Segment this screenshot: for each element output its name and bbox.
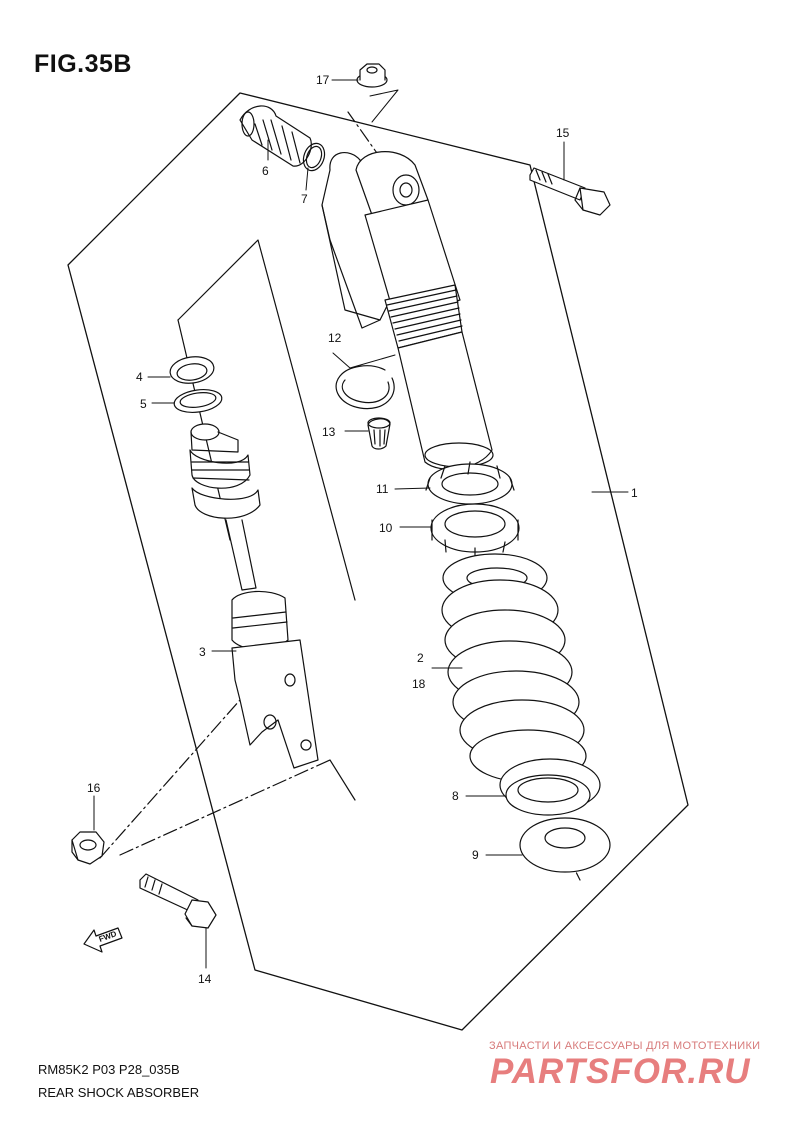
- callout-7: 7: [301, 192, 308, 206]
- part-16-lower-nut: [71, 831, 105, 865]
- part-12-circlip: [335, 365, 395, 410]
- callout-4: 4: [136, 370, 143, 384]
- callout-18: 18: [412, 677, 426, 691]
- callout-9: 9: [472, 848, 479, 862]
- part-10-adjuster-nut: [430, 503, 520, 559]
- callout-14: 14: [198, 972, 212, 986]
- assembly-outline: [67, 92, 689, 1031]
- callout-2: 2: [417, 651, 424, 665]
- callout-15: 15: [556, 126, 570, 140]
- part-9-spring-stopper: [519, 817, 611, 873]
- callout-3: 3: [199, 645, 206, 659]
- fwd-arrow-icon: [83, 927, 123, 953]
- part-5-ring: [173, 389, 223, 413]
- part-7-o-ring: [302, 142, 326, 172]
- assembly-name: REAR SHOCK ABSORBER: [38, 1085, 200, 1100]
- watermark-logo: PARTSFOR.RU: [490, 1052, 751, 1091]
- callout-17: 17: [316, 73, 330, 87]
- callout-numbers: 17 6 7 15 12 4 5 13 11 10 1 3 2 18 8 9 1…: [87, 73, 638, 986]
- callout-10: 10: [379, 521, 393, 535]
- part-2-spring: [441, 553, 587, 783]
- figure-title: FIG.35B: [34, 50, 132, 78]
- callout-6: 6: [262, 164, 269, 178]
- callout-13: 13: [322, 425, 336, 439]
- part-13-valve-cap: [367, 417, 391, 450]
- callout-8: 8: [452, 789, 459, 803]
- part-15-upper-bolt: [529, 167, 611, 216]
- part-6-bump-rubber: [239, 105, 312, 167]
- callout-12: 12: [328, 331, 342, 345]
- callout-5: 5: [140, 397, 147, 411]
- part-4-ring: [169, 356, 215, 384]
- watermark-tagline: ЗАПЧАСТИ И АКСЕССУАРЫ ДЛЯ МОТОТЕХНИКИ: [489, 1040, 761, 1052]
- part-14-lower-bolt: [139, 873, 217, 929]
- callout-11: 11: [376, 482, 389, 496]
- part-1-shock-body: [321, 151, 494, 470]
- callout-1: 1: [631, 486, 638, 500]
- part-8-spring-seat: [499, 758, 601, 816]
- leader-lines: [93, 79, 629, 969]
- model-code: RM85K2 P03 P28_035B: [38, 1062, 180, 1077]
- part-3-damper-rod-assembly: [189, 423, 319, 769]
- part-17-flange-nut: [356, 63, 388, 88]
- callout-16: 16: [87, 781, 101, 795]
